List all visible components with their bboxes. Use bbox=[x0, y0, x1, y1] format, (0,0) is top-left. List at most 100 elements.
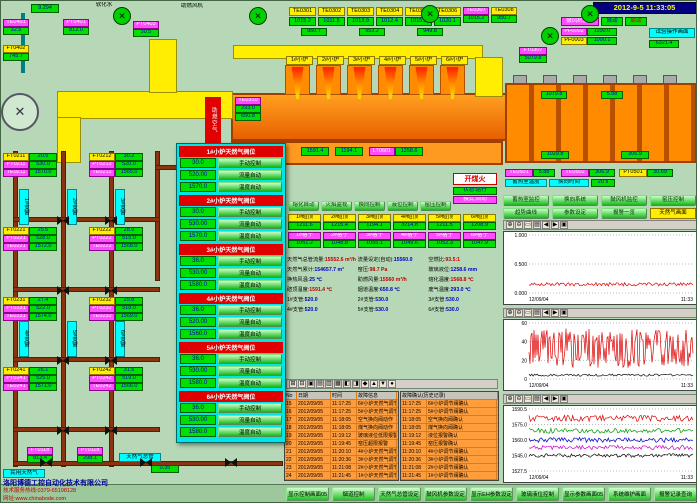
mode-button[interactable]: 温度自动 bbox=[218, 280, 282, 290]
pan-icon[interactable]: ▭ bbox=[524, 395, 532, 403]
grid-icon[interactable]: ▤ bbox=[533, 309, 541, 317]
fan-icon[interactable]: ✕ bbox=[113, 7, 131, 25]
nav-button[interactable]: 报警记录查询 bbox=[654, 487, 696, 501]
furnace-port-label[interactable]: 6#小炉 bbox=[441, 56, 468, 65]
furnace-port-label[interactable]: 1#小炉 bbox=[286, 56, 313, 65]
nav-button[interactable]: 显示EH参数设定 bbox=[470, 487, 513, 501]
button[interactable]: 液位控制 bbox=[387, 201, 418, 211]
valve-icon[interactable] bbox=[225, 454, 237, 467]
nav-button[interactable]: 系统维护画面 bbox=[608, 487, 651, 501]
zoom-in-icon[interactable]: ⊕ bbox=[506, 221, 514, 229]
mode-button[interactable]: 温度自动 bbox=[218, 231, 282, 241]
mode-button[interactable]: 流量自动 bbox=[218, 268, 282, 278]
pan-icon[interactable]: ▭ bbox=[524, 221, 532, 229]
button[interactable]: 蓄热室监控 bbox=[503, 195, 549, 206]
button[interactable]: 趋势曲线 bbox=[503, 208, 549, 219]
mode-button[interactable]: 流量自动 bbox=[218, 170, 282, 180]
mode-button[interactable]: 温度自动 bbox=[218, 427, 282, 437]
toolbar-icon[interactable]: ● bbox=[388, 380, 396, 388]
nav-button[interactable]: 显示参数画面05 bbox=[562, 487, 605, 501]
button[interactable]: 换向系统 bbox=[552, 195, 598, 206]
furnace-port-label[interactable]: 4#小炉 bbox=[379, 56, 406, 65]
mode-button[interactable]: 温度自动 bbox=[218, 329, 282, 339]
toolbar-icon[interactable]: ⊟ bbox=[298, 380, 306, 388]
grid-icon[interactable]: ▤ bbox=[533, 395, 541, 403]
valve-icon[interactable] bbox=[57, 282, 69, 295]
scroll-right-icon[interactable]: ▶ bbox=[551, 395, 559, 403]
mode-button[interactable]: 温度自动 bbox=[218, 378, 282, 388]
furnace-port-label[interactable]: 5#小炉 bbox=[410, 56, 437, 65]
scroll-left-icon[interactable]: ◀ bbox=[542, 221, 550, 229]
fan-icon[interactable]: ✕ bbox=[421, 5, 439, 23]
valve-icon[interactable] bbox=[105, 352, 117, 365]
mode-button[interactable]: 流量自动 bbox=[218, 317, 282, 327]
test-screen-button[interactable]: 试验操作画面 bbox=[649, 28, 695, 38]
button[interactable]: 火焰监视 bbox=[321, 201, 352, 211]
button[interactable]: 报警一览 bbox=[601, 208, 647, 219]
zoom-out-icon[interactable]: ⊖ bbox=[515, 395, 523, 403]
toolbar-icon[interactable]: ▲ bbox=[370, 380, 378, 388]
button[interactable]: 窑压控制 bbox=[420, 201, 451, 211]
pan-icon[interactable]: ▭ bbox=[524, 309, 532, 317]
mode-button[interactable]: 流量自动 bbox=[218, 415, 282, 425]
snapshot-icon[interactable]: ▣ bbox=[560, 309, 568, 317]
toolbar-icon[interactable]: ▼ bbox=[379, 380, 387, 388]
mode-button[interactable]: 手动控制 bbox=[218, 158, 282, 168]
valve-icon[interactable] bbox=[140, 454, 152, 467]
toolbar-icon[interactable]: ▥ bbox=[325, 380, 333, 388]
scroll-right-icon[interactable]: ▶ bbox=[551, 309, 559, 317]
mode-button[interactable]: 手动控制 bbox=[218, 207, 282, 217]
valve-icon[interactable] bbox=[105, 282, 117, 295]
valve-icon[interactable] bbox=[57, 352, 69, 365]
button[interactable]: 窑压控制 bbox=[650, 195, 696, 206]
snapshot-icon[interactable]: ▣ bbox=[560, 221, 568, 229]
button[interactable]: 换向控制 bbox=[354, 201, 385, 211]
button[interactable]: 熔化自动 bbox=[288, 201, 319, 211]
toolbar-icon[interactable]: ⊞ bbox=[289, 380, 297, 388]
nav-button[interactable]: 玻璃液位控制 bbox=[516, 487, 559, 501]
fan-icon[interactable]: ✕ bbox=[541, 27, 559, 45]
nav-button[interactable]: 鼓风机参数设定 bbox=[424, 487, 467, 501]
mode-button[interactable]: 手动控制 bbox=[218, 403, 282, 413]
zoom-in-icon[interactable]: ⊕ bbox=[506, 309, 514, 317]
zoom-out-icon[interactable]: ⊖ bbox=[515, 309, 523, 317]
button[interactable]: 参数设定 bbox=[552, 208, 598, 219]
button[interactable]: 鼓风机监控 bbox=[601, 195, 647, 206]
toolbar-icon[interactable]: ◧ bbox=[343, 380, 351, 388]
valve-icon[interactable] bbox=[57, 212, 69, 225]
toolbar-icon[interactable]: ▦ bbox=[334, 380, 342, 388]
snapshot-icon[interactable]: ▣ bbox=[560, 395, 568, 403]
blower-icon[interactable]: ✕ bbox=[1, 93, 39, 131]
mode-button[interactable]: 手动控制 bbox=[218, 354, 282, 364]
scroll-left-icon[interactable]: ◀ bbox=[542, 395, 550, 403]
nav-button[interactable]: 烟道控制 bbox=[332, 487, 375, 501]
valve-icon[interactable] bbox=[105, 212, 117, 225]
toolbar-icon[interactable]: ◆ bbox=[361, 380, 369, 388]
fan-icon[interactable]: ✕ bbox=[581, 5, 599, 23]
nav-button[interactable]: 显示控制画面05 bbox=[286, 487, 329, 501]
zoom-out-icon[interactable]: ⊖ bbox=[515, 221, 523, 229]
mode-button[interactable]: 手动控制 bbox=[218, 256, 282, 266]
mode-button[interactable]: 温度自动 bbox=[218, 182, 282, 192]
valve-icon[interactable] bbox=[57, 422, 69, 435]
grid-icon[interactable]: ▤ bbox=[533, 221, 541, 229]
